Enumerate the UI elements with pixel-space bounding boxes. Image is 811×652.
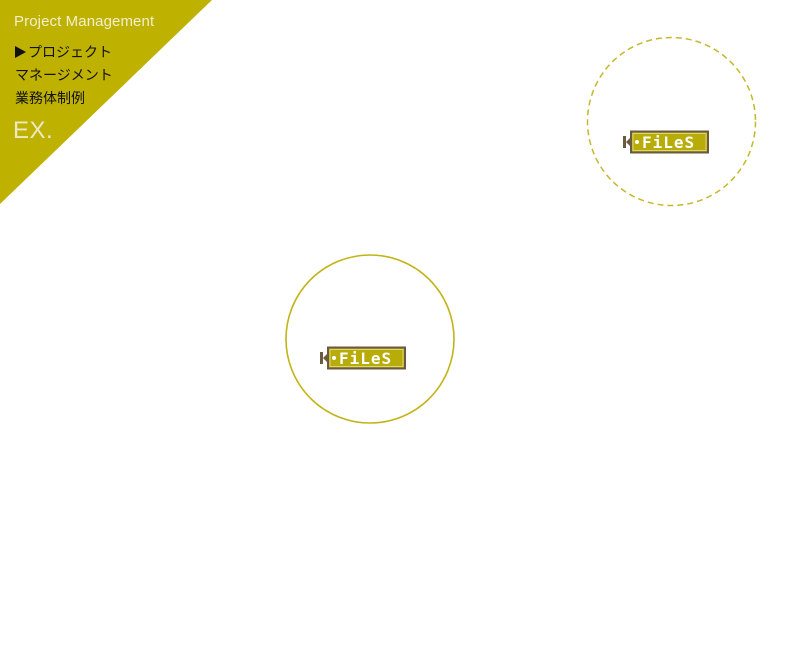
nav-item-workflow-example[interactable]: 業務体制例 (15, 88, 113, 111)
corner-banner: Project Management プロジェクト マネージメント 業務体制例 … (0, 0, 212, 204)
logo-text: FiLeS (642, 133, 695, 152)
nav-item-project[interactable]: プロジェクト (15, 42, 113, 65)
play-icon (15, 46, 26, 58)
logo-text: FiLeS (339, 349, 392, 368)
nav-item-management[interactable]: マネージメント (15, 65, 113, 88)
banner-nav: プロジェクト マネージメント 業務体制例 (15, 42, 113, 111)
nav-label-management: マネージメント (15, 68, 113, 84)
nav-label-workflow-example: 業務体制例 (15, 91, 85, 107)
nav-label-project: プロジェクト (28, 45, 112, 61)
dashed-circle (586, 36, 757, 207)
banner-ex-label: EX. (13, 117, 54, 144)
banner-title: Project Management (14, 13, 155, 30)
banner-triangle (0, 0, 212, 204)
k-files-logo: FiLeS (623, 130, 709, 154)
k-files-logo: FiLeS (320, 346, 406, 370)
solid-circle (285, 254, 455, 424)
k-files-solid-circle-link[interactable]: FiLeS (284, 253, 456, 425)
k-files-dashed-circle-link[interactable]: FiLeS (586, 36, 757, 207)
